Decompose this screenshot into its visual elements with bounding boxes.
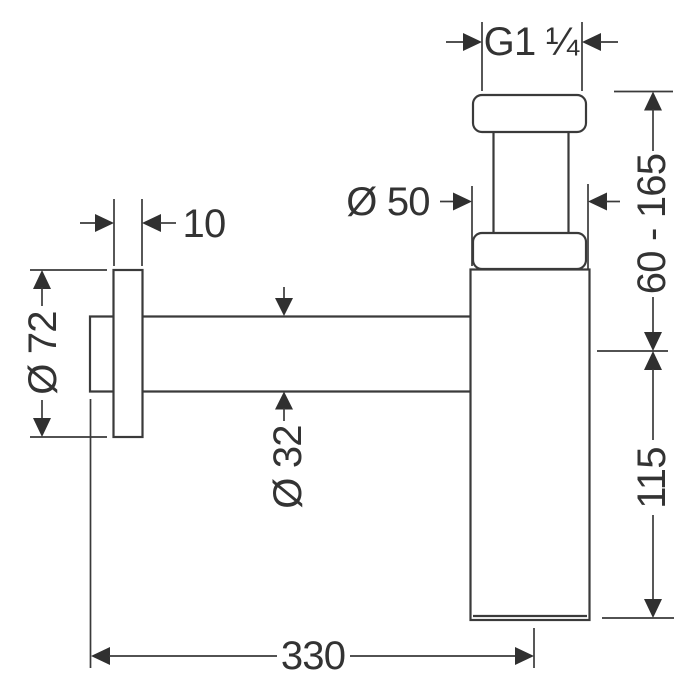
- rosette-depth-extension-lines: [113, 199, 143, 266]
- thread-right-arrowhead: [582, 33, 601, 51]
- pipe-diameter-down-arrowhead: [275, 298, 293, 316]
- body-height-label: 115: [630, 447, 674, 508]
- nut-diameter-right-arrowhead: [588, 192, 607, 211]
- inlet-pipe-outline: [492, 132, 570, 233]
- dim-rosette-depth: 10: [80, 199, 226, 266]
- wall-pipe-outline: [88, 315, 471, 393]
- rosette-depth-right-arrowhead: [142, 214, 161, 232]
- rosette-diameter-bottom-arrowhead: [33, 418, 51, 437]
- projection-left-arrowhead: [91, 647, 110, 665]
- dim-rosette-diameter: Ø 72: [21, 269, 107, 438]
- height-adjustment-top-arrowhead: [644, 91, 662, 111]
- nut-diameter-left-arrowhead: [453, 192, 472, 211]
- dim-nut-diameter: Ø 50: [346, 180, 620, 270]
- dim-projection: 330: [89, 399, 535, 678]
- compression-nut-outline: [471, 231, 588, 271]
- body-height-top-arrowhead: [644, 351, 662, 370]
- dim-pipe-diameter: Ø 32: [266, 287, 310, 509]
- body-height-bottom-arrowhead: [644, 599, 662, 618]
- thread-left-arrowhead: [463, 33, 482, 51]
- wall-flange-outline: [112, 268, 144, 439]
- trap-outline: [88, 93, 591, 622]
- rosette-diameter-top-arrowhead: [33, 270, 51, 289]
- pipe-diameter-label: Ø 32: [266, 425, 310, 509]
- nut-diameter-label: Ø 50: [346, 180, 430, 224]
- projection-label: 330: [281, 634, 345, 678]
- trap-body-outline: [469, 268, 591, 622]
- inlet-nut-outline: [471, 93, 588, 134]
- rosette-depth-label: 10: [183, 202, 226, 246]
- rosette-diameter-label: Ø 72: [21, 311, 65, 395]
- dim-height-adjustment: 60 - 165: [597, 90, 674, 352]
- thread-size-label: G1 ¼: [484, 20, 580, 64]
- height-adjustment-label: 60 - 165: [630, 154, 674, 294]
- projection-right-arrowhead: [515, 647, 534, 665]
- height-adjustment-bottom-arrowhead: [644, 332, 662, 351]
- dim-thread-size: G1 ¼: [446, 20, 618, 91]
- pipe-diameter-up-arrowhead: [275, 391, 293, 410]
- dim-body-height: 115: [602, 351, 674, 619]
- rosette-depth-left-arrowhead: [95, 214, 114, 232]
- thread-extension-lines: [481, 22, 583, 91]
